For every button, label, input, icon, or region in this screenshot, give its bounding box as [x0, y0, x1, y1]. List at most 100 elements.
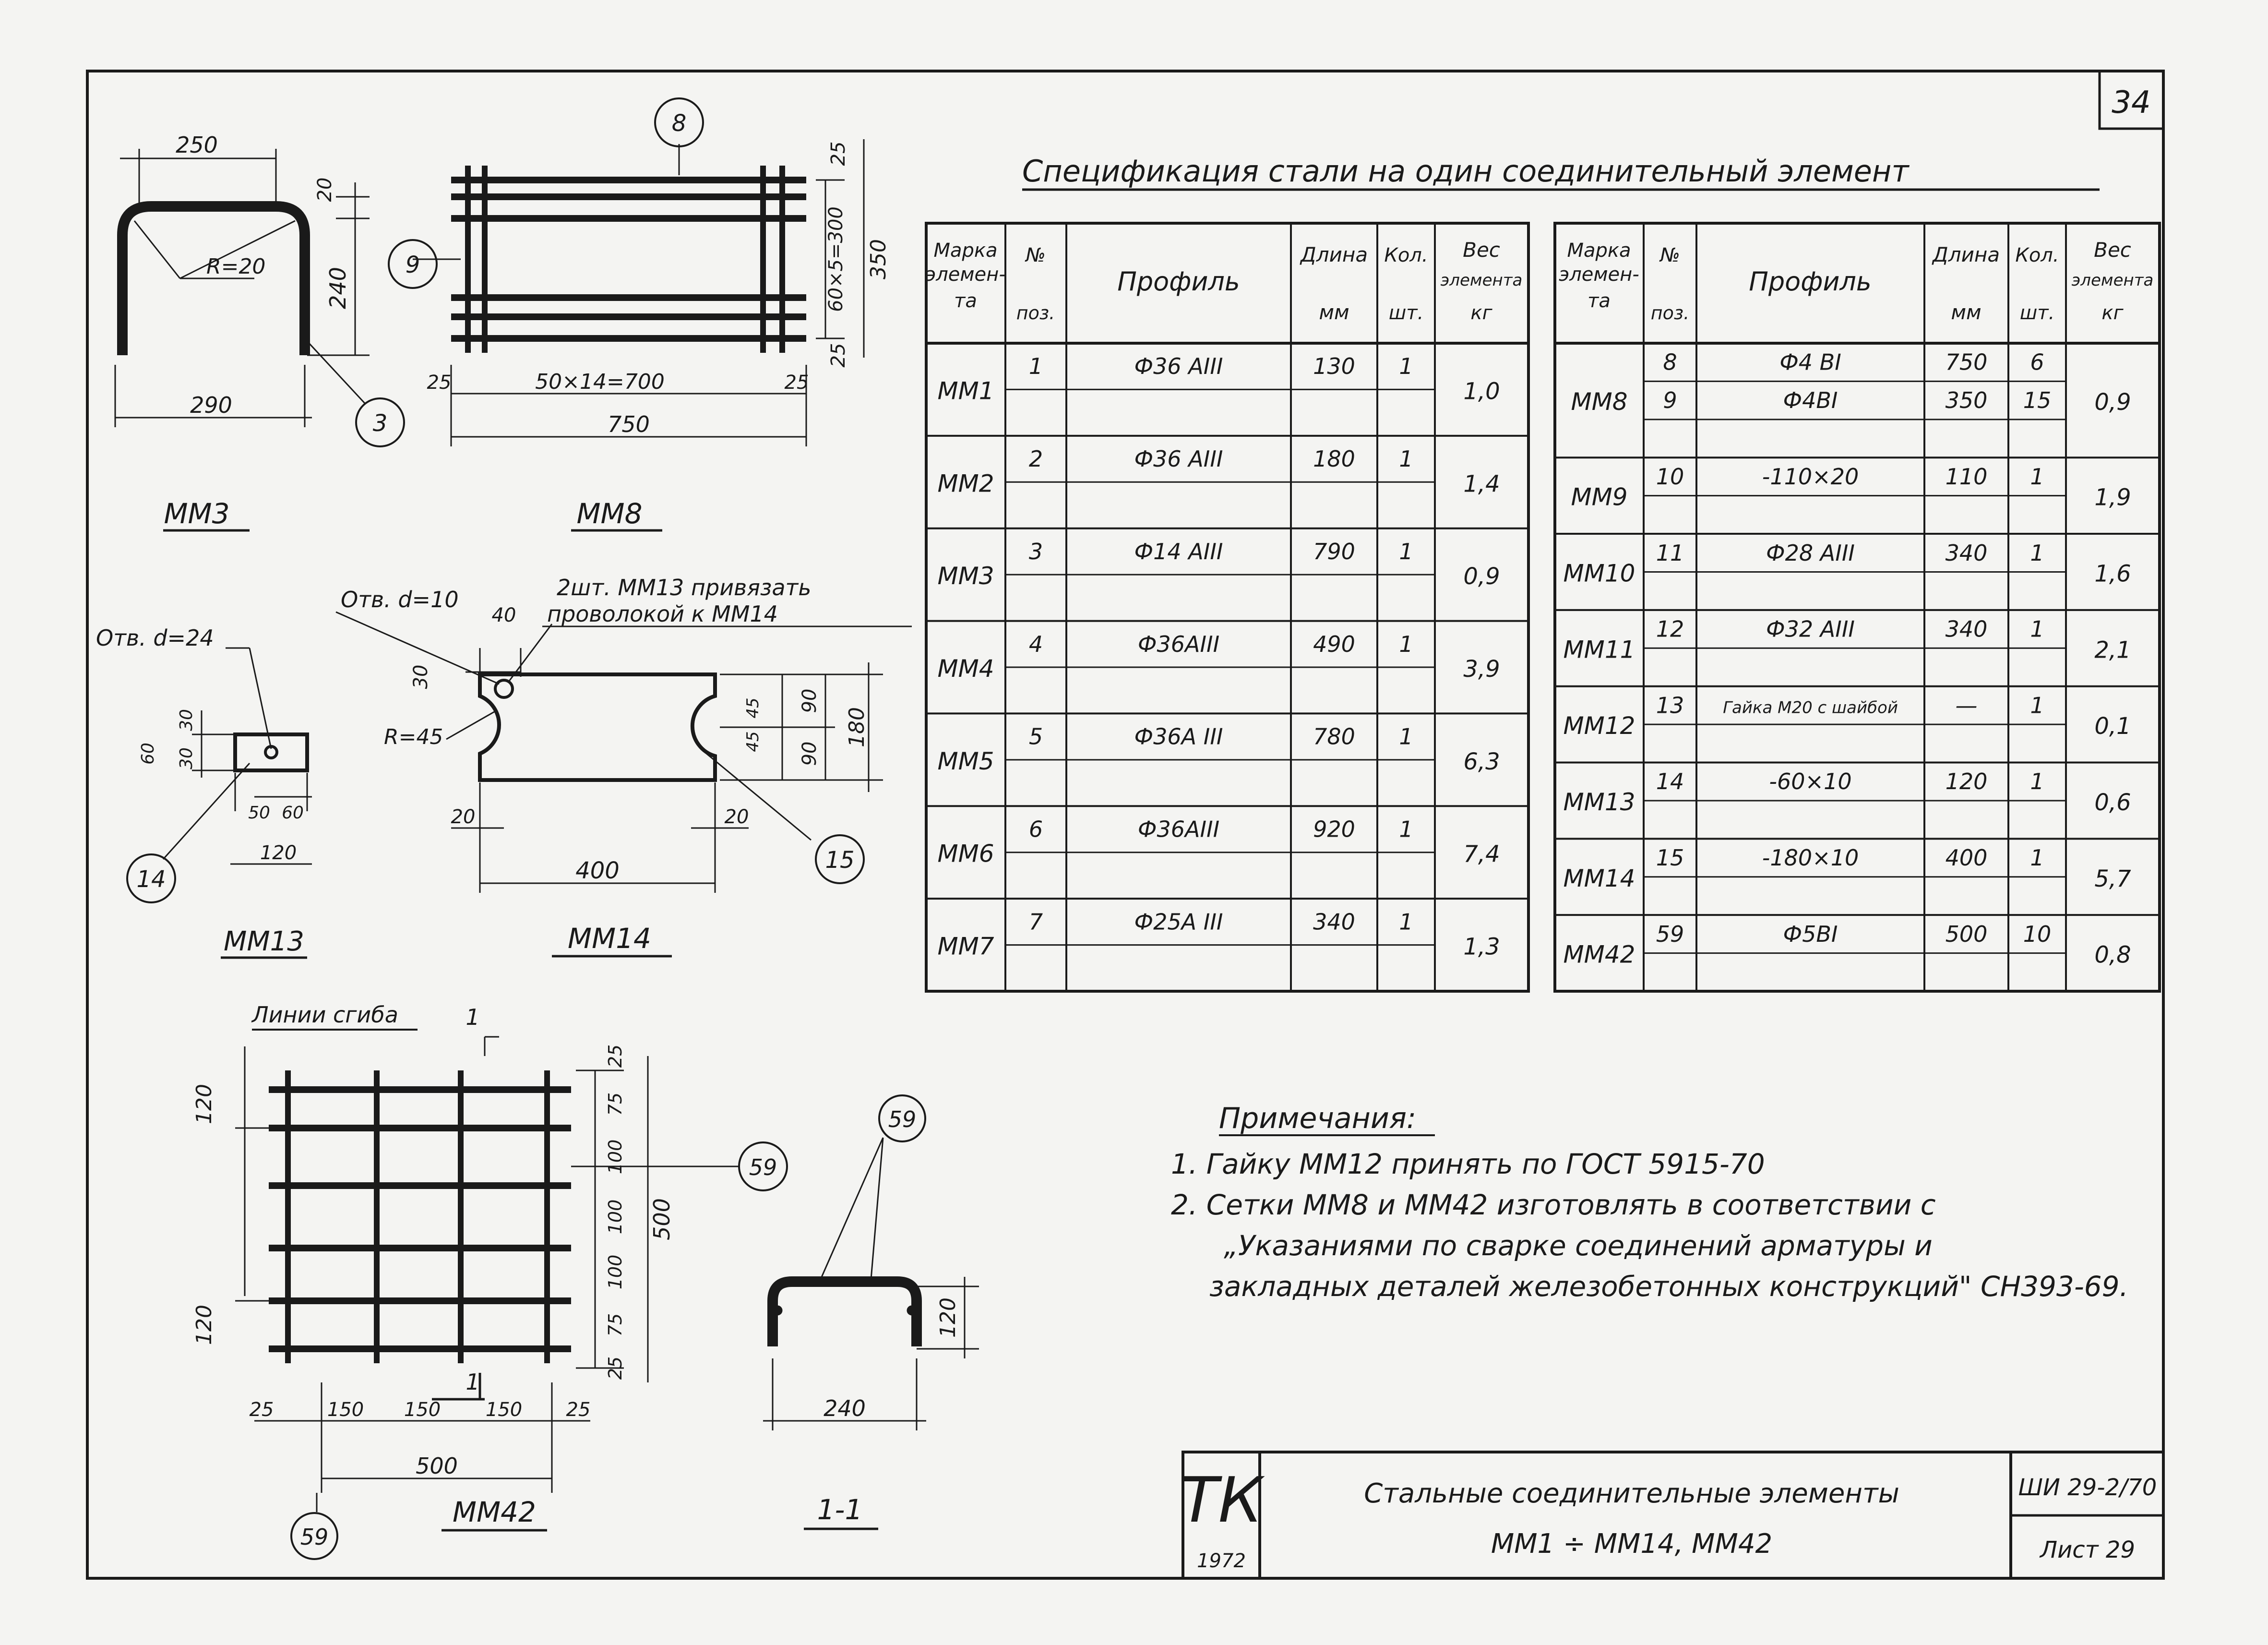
- spec-length: 350: [1946, 387, 1988, 413]
- spec-length: 400: [1946, 845, 1988, 871]
- title-block-title-1: Стальные соединительные элементы: [1364, 1478, 1899, 1509]
- spec-profile: Ф25А III: [1134, 909, 1223, 935]
- spec-length: 340: [1313, 909, 1355, 935]
- spec-pos: 14: [1656, 768, 1684, 794]
- spec-qty: 1: [2030, 464, 2044, 490]
- title-block-sheet: Лист 29: [2039, 1537, 2135, 1563]
- spec-qty: 1: [2030, 692, 2044, 718]
- mm14-d30: 30: [410, 665, 432, 689]
- spec-length: 340: [1946, 540, 1988, 566]
- mm13-drawing: [126, 647, 312, 903]
- spec-weight: 3,9: [1463, 656, 1500, 683]
- spec-profile: Ф4ВI: [1783, 387, 1838, 413]
- hdr-length-bottom-r: мм: [1951, 300, 1981, 324]
- spec-pos: 15: [1656, 845, 1684, 871]
- mm13-d3: 60: [138, 743, 158, 765]
- spec-length: 780: [1313, 724, 1355, 750]
- page-number: 34: [2112, 85, 2150, 120]
- mm8-drawing: [388, 97, 865, 446]
- mm14-note-line1: 2шт. ММ13 привязать: [557, 575, 811, 600]
- notes-title: Примечания:: [1219, 1102, 1416, 1135]
- spec-profile: Гайка М20 с шайбой: [1723, 698, 1898, 717]
- section-1-1-drawing: [763, 1094, 979, 1430]
- spec-weight: 0,1: [2094, 713, 2131, 740]
- spec-qty: 1: [1399, 816, 1413, 842]
- spec-length: 110: [1946, 464, 1988, 490]
- spec-pos: 12: [1656, 616, 1684, 642]
- mm3-dim-top: 250: [176, 132, 218, 158]
- mm3-callout: 3: [373, 410, 388, 437]
- mm42-b500: 500: [416, 1453, 458, 1479]
- mm13-caption: ММ13: [224, 926, 304, 957]
- mm42-callout-right: 59: [749, 1154, 777, 1180]
- spec-pos: 11: [1656, 540, 1684, 566]
- mm8-caption: ММ8: [577, 497, 643, 530]
- spec-mark: ММ14: [1564, 865, 1635, 892]
- mm42-r75a: 75: [605, 1093, 626, 1116]
- spec-weight: 0,9: [2094, 389, 2131, 416]
- mm42-r100c: 100: [605, 1255, 626, 1290]
- mm14-d90a: 90: [799, 689, 821, 713]
- mm14-caption: ММ14: [568, 922, 651, 955]
- hdr-weight-mid-r: элемента: [2072, 271, 2154, 290]
- spec-qty: 1: [2030, 540, 2044, 566]
- spec-qty: 1: [1399, 446, 1413, 472]
- mm13-hole: Отв. d=24: [96, 625, 214, 651]
- hdr-length-top-r: Длина: [1932, 243, 2000, 266]
- hdr-length-top-l: Длина: [1300, 243, 1368, 266]
- mm42-callout-bottom: 59: [300, 1524, 329, 1550]
- spec-pos: 7: [1029, 909, 1043, 935]
- mm42-r500: 500: [649, 1198, 675, 1240]
- spec-profile: Ф4 ВI: [1779, 349, 1841, 375]
- spec-mark: ММ4: [937, 655, 994, 683]
- mm42-d120b: 120: [192, 1305, 216, 1345]
- mm42-b25b: 25: [566, 1399, 591, 1421]
- mm14-d40: 40: [492, 604, 516, 626]
- mm8-dim-b-total: 750: [608, 411, 650, 437]
- hdr-weight-bottom-l: кг: [1470, 302, 1492, 324]
- spec-weight: 5,7: [2094, 865, 2131, 892]
- mm13-d6: 120: [260, 842, 297, 864]
- mm8-dim-r1: 25: [827, 142, 849, 166]
- mm42-r100b: 100: [605, 1200, 626, 1235]
- spec-length: 340: [1946, 616, 1988, 642]
- spec-length: 750: [1946, 349, 1988, 375]
- mm42-r25b: 25: [605, 1357, 626, 1380]
- hdr-weight-bottom-r: кг: [2101, 302, 2124, 324]
- section-d120: 120: [936, 1297, 960, 1338]
- spec-pos: 59: [1656, 921, 1684, 947]
- hdr-qty-bottom-r: шт.: [2020, 302, 2055, 324]
- spec-qty: 1: [2030, 616, 2044, 642]
- hdr-weight-top-l: Вес: [1463, 238, 1500, 262]
- spec-table-left: [925, 222, 1530, 993]
- spec-mark: ММ42: [1564, 941, 1635, 969]
- spec-profile: -110×20: [1762, 464, 1859, 490]
- mm13-d1: 30: [177, 709, 196, 731]
- spec-profile: Ф36АIII: [1138, 816, 1219, 842]
- title-block: [1182, 1451, 2165, 1580]
- spec-profile: -180×10: [1762, 845, 1859, 871]
- mm42-drawing: [235, 1036, 788, 1560]
- section-d240: 240: [824, 1395, 866, 1421]
- spec-pos: 4: [1029, 631, 1043, 657]
- spec-weight: 0,8: [2094, 942, 2131, 969]
- spec-length: 130: [1313, 353, 1355, 379]
- spec-pos: 8: [1663, 349, 1677, 375]
- mm14-d45b: 45: [743, 731, 763, 752]
- spec-qty: 1: [1399, 539, 1413, 564]
- spec-profile: Ф5ВI: [1783, 921, 1838, 947]
- spec-profile: Ф14 АIII: [1134, 539, 1223, 564]
- mm3-dim-right-top: 20: [314, 178, 336, 202]
- spec-weight: 1,4: [1463, 470, 1500, 497]
- mm8-callout-top: 8: [672, 110, 687, 137]
- spec-mark: ММ1: [937, 377, 994, 405]
- spec-profile: Ф32 АIII: [1766, 616, 1855, 642]
- spec-profile: Ф28 АIII: [1766, 540, 1855, 566]
- title-block-title-2: ММ1 ÷ ММ14, ММ42: [1491, 1528, 1772, 1560]
- hdr-pos-bottom-r: поз.: [1651, 302, 1689, 324]
- mm42-b150c: 150: [486, 1399, 522, 1421]
- title-block-year: 1972: [1197, 1550, 1246, 1572]
